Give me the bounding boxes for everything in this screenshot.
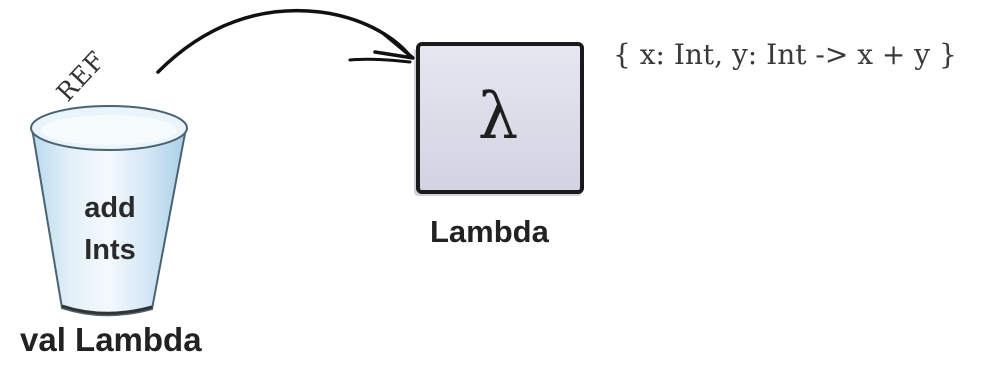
lambda-object xyxy=(414,42,584,196)
cup-base-shadow xyxy=(61,304,153,315)
lambda-box xyxy=(416,42,584,194)
lambda-symbol: λ xyxy=(477,80,519,154)
lambda-caption: Lambda xyxy=(430,214,549,249)
arrow-head xyxy=(373,32,415,60)
variable-name-line2: Ints xyxy=(84,234,136,266)
arrow-curve xyxy=(156,8,412,74)
cup-rim-inner xyxy=(41,115,177,145)
lambda-code: { x: Int, y: Int -> x + y } xyxy=(613,38,957,71)
variable-caption: val Lambda xyxy=(20,321,202,358)
variable-cup xyxy=(30,105,188,317)
reference-arrow xyxy=(156,8,415,74)
arrow-tail-stroke xyxy=(348,57,412,64)
cup-body xyxy=(30,127,188,317)
variable-name-line1: add xyxy=(84,192,136,224)
